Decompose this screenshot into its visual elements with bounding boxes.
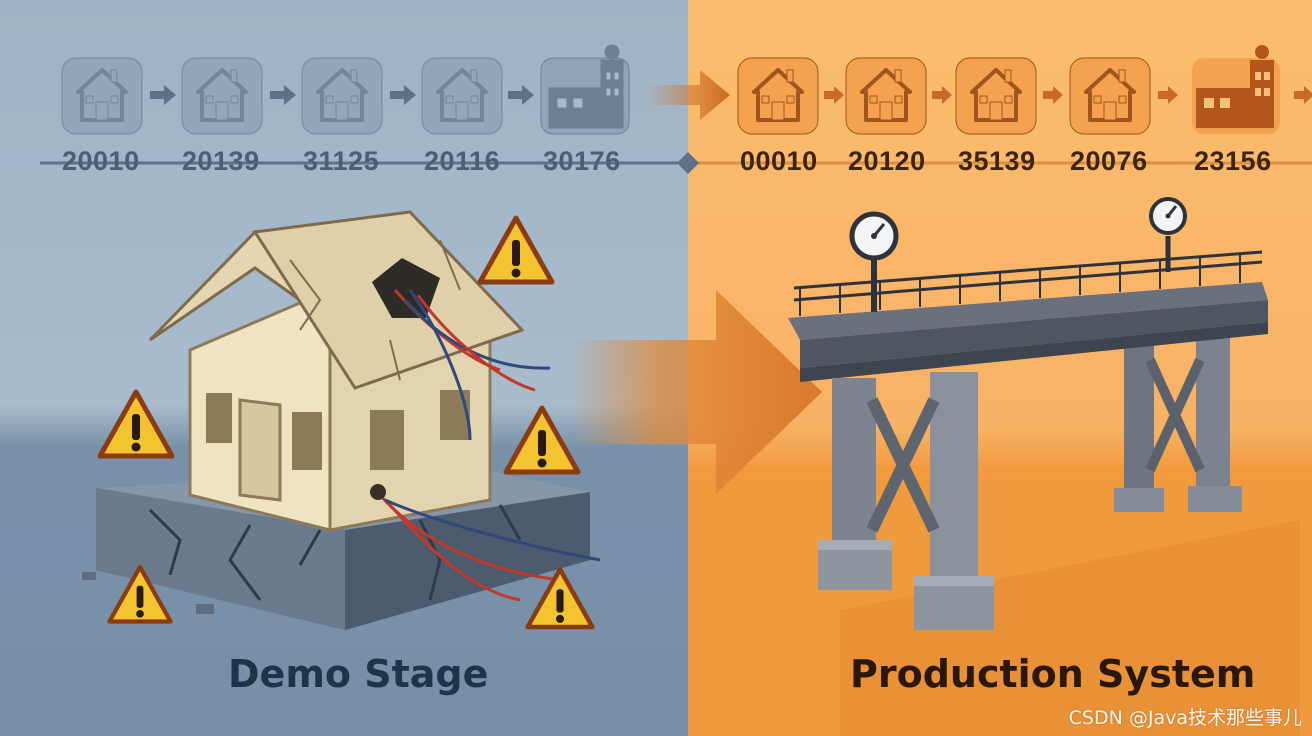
timeline-value: 30176 (543, 146, 621, 176)
house-icon (180, 56, 264, 136)
left-house-icons (60, 44, 630, 136)
transition-arrow-small (645, 70, 730, 120)
timeline-value: 20076 (1070, 146, 1148, 176)
timeline-value: 31125 (303, 146, 380, 176)
timeline-value: 20010 (62, 146, 140, 176)
gauge-icon (849, 211, 899, 261)
warning-icon (100, 392, 172, 456)
house-icon (60, 56, 144, 136)
demo-stage-caption: Demo Stage (228, 652, 489, 696)
gauge-icon (1149, 197, 1187, 235)
building-icon (540, 44, 630, 135)
timeline-value: 35139 (958, 146, 1036, 176)
timeline-value: 20116 (424, 146, 501, 176)
timeline-value: 20139 (182, 146, 260, 176)
house-icon (844, 56, 928, 136)
watermark: CSDN @Java技术那些事儿 (1068, 707, 1302, 729)
sturdy-bridge (788, 197, 1300, 736)
timeline-value: 00010 (740, 146, 818, 176)
house-icon (420, 56, 504, 136)
timeline-value: 23156 (1194, 146, 1272, 176)
house-icon (736, 56, 820, 136)
left-step-arrows (150, 85, 534, 105)
warning-icon (480, 218, 552, 282)
house-icon (954, 56, 1038, 136)
building-icon (1192, 45, 1280, 134)
right-house-icons (736, 45, 1280, 136)
production-system-caption: Production System (850, 652, 1256, 696)
right-step-arrows (824, 86, 1312, 104)
broken-house (148, 210, 601, 602)
house-icon (300, 56, 384, 136)
timeline-value: 20120 (848, 146, 926, 176)
transition-arrow-large (570, 290, 822, 494)
warning-icon (506, 408, 578, 472)
house-icon (1068, 56, 1152, 136)
